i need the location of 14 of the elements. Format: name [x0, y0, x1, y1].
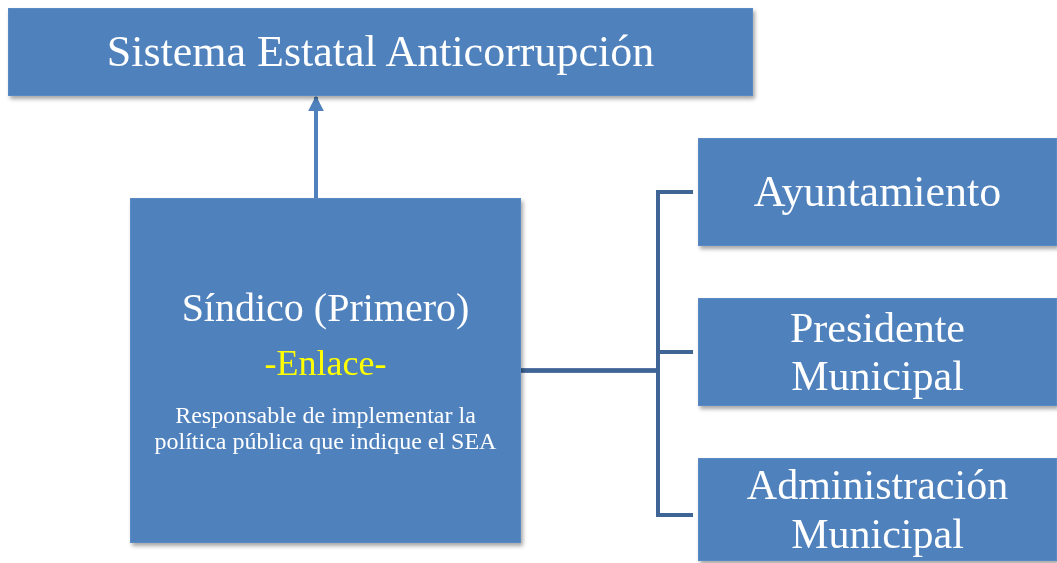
heading-text: Administración Municipal	[745, 461, 1010, 558]
entity-box	[698, 298, 1057, 406]
title-box	[8, 8, 753, 96]
description-text: Responsable de implementar la política pública que indique el SEA	[153, 401, 498, 455]
heading-text: Presidente Municipal	[789, 303, 966, 401]
connector-line	[521, 368, 693, 517]
entity-box	[698, 458, 1057, 561]
role-box	[130, 198, 521, 543]
entity-box	[698, 138, 1057, 246]
heading-text: Ayuntamiento	[752, 167, 1003, 217]
heading-text: Sistema Estatal Anticorrupción	[105, 27, 656, 77]
subtitle-text: -Enlace-	[263, 344, 388, 384]
arrow	[308, 95, 324, 198]
heading-text: Síndico (Primero)	[180, 286, 471, 331]
